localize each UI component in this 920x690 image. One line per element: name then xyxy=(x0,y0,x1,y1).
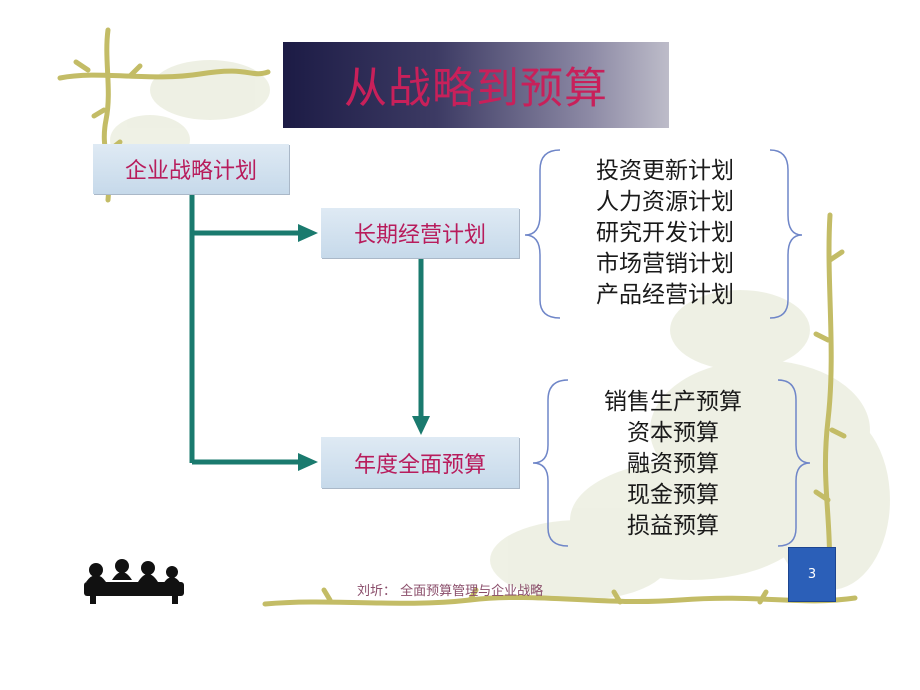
brace-budgets xyxy=(532,379,811,547)
list-item: 销售生产预算 xyxy=(604,389,742,415)
title-banner: 从战略到预算 xyxy=(283,42,669,128)
footer-caption: 刘圻： 全面预算管理与企业战略 xyxy=(357,584,544,599)
list-item: 现金预算 xyxy=(627,482,719,508)
list-item: 产品经营计划 xyxy=(596,282,734,308)
list-item: 研究开发计划 xyxy=(596,220,734,246)
node-corporate-strategy: 企业战略计划 xyxy=(93,144,289,194)
arrowhead-longterm xyxy=(298,224,318,242)
arrowhead-down xyxy=(412,416,430,435)
list-item: 市场营销计划 xyxy=(596,251,734,277)
annual-budgets-list: 销售生产预算 资本预算 融资预算 现金预算 损益预算 xyxy=(560,387,786,542)
brace-plans xyxy=(524,149,803,319)
connector-arrows xyxy=(189,194,430,471)
list-item: 融资预算 xyxy=(627,451,719,477)
long-term-plans-list: 投资更新计划 人力资源计划 研究开发计划 市场营销计划 产品经营计划 xyxy=(552,156,778,311)
node-annual-budget: 年度全面预算 xyxy=(321,437,519,488)
meeting-clipart xyxy=(84,559,184,604)
node-long-term-plan: 长期经营计划 xyxy=(321,208,519,258)
slide-title: 从战略到预算 xyxy=(344,64,608,114)
vine-border-bottom xyxy=(262,587,858,607)
vine-border-right xyxy=(813,212,847,603)
page-number-badge: 3 xyxy=(788,547,836,602)
list-item: 人力资源计划 xyxy=(596,189,734,215)
list-item: 资本预算 xyxy=(627,420,719,446)
arrowhead-annual xyxy=(298,453,318,471)
list-item: 损益预算 xyxy=(627,513,719,539)
list-item: 投资更新计划 xyxy=(596,158,734,184)
